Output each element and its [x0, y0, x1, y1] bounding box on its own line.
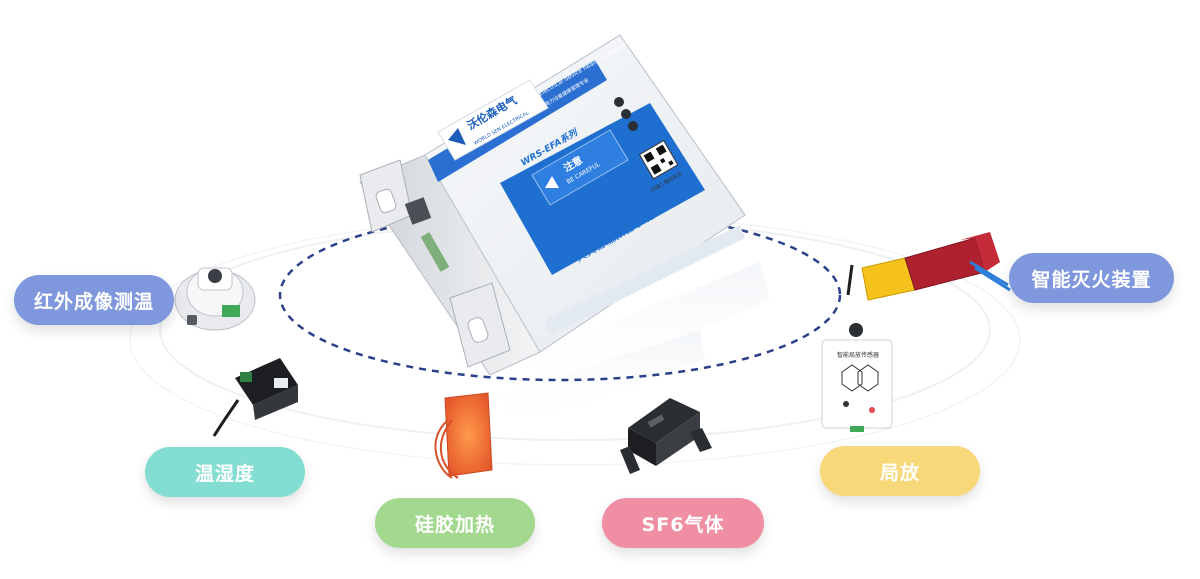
category-label: 智能灭火装置 [1031, 268, 1152, 291]
dashed-orbit-ring [278, 208, 842, 382]
category-pill-thermal-imaging[interactable]: 红外成像测温 [14, 275, 174, 325]
category-label: 硅胶加热 [414, 513, 495, 536]
category-pill-temperature-humidity[interactable]: 温湿度 [145, 447, 305, 497]
category-pill-sf6-gas[interactable]: SF6气体 [602, 498, 764, 548]
fire-extinguisher-image [846, 232, 1011, 301]
category-label: SF6气体 [641, 513, 725, 536]
category-pill-silicone-heating[interactable]: 硅胶加热 [375, 498, 535, 548]
category-label: 温湿度 [194, 462, 255, 485]
humidity-sensor-image [212, 358, 298, 437]
category-pill-partial-discharge[interactable]: 局放 [820, 446, 980, 496]
qr-code [638, 139, 679, 180]
silicone-heater-image [434, 392, 493, 479]
category-label: 红外成像测温 [33, 290, 154, 313]
sf6-sensor-image [620, 398, 712, 474]
thermal-camera-image [174, 267, 256, 331]
pd-sensor-title: 智能局放传感器 [837, 351, 879, 359]
category-pill-smart-fire-extinguisher[interactable]: 智能灭火装置 [1009, 253, 1174, 303]
partial-discharge-sensor-image [821, 323, 893, 432]
category-label: 局放 [879, 461, 920, 484]
device-body [359, 34, 746, 376]
